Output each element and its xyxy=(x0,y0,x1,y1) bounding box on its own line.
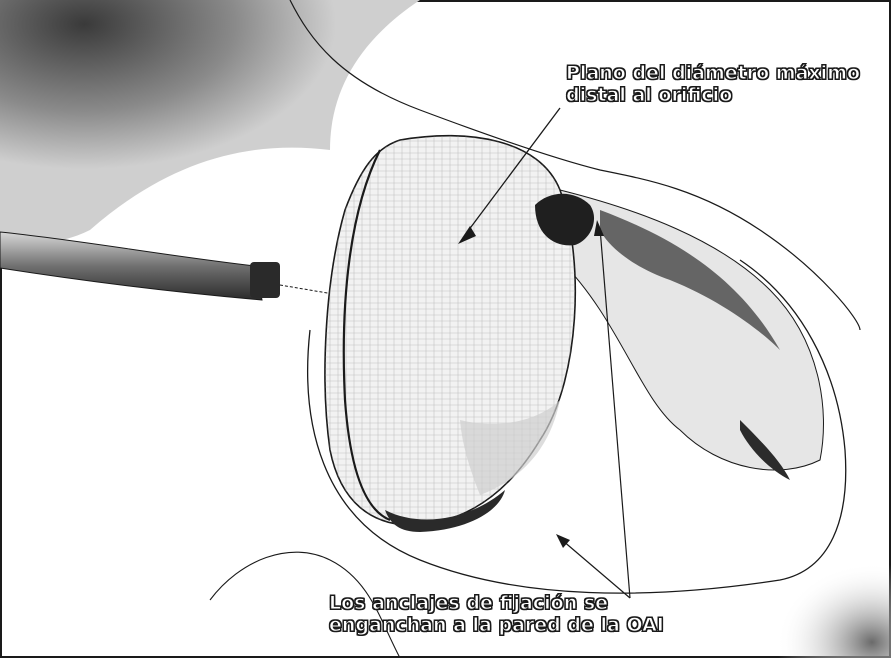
pointer-arrow-bottom-2 xyxy=(556,534,570,548)
catheter-tip xyxy=(250,262,280,298)
annotation-max-diameter-plane: Plano del diámetro máximo distal al orif… xyxy=(566,62,860,106)
pointer-line-bottom-2 xyxy=(562,540,630,598)
annotation-top-line2: distal al orificio xyxy=(566,84,860,106)
annotation-bottom-line1: Los anclajes de fijación se xyxy=(329,592,664,614)
delivery-catheter xyxy=(0,232,262,300)
corner-shading xyxy=(700,500,891,658)
annotation-bottom-line2: enganchan a la pared de la OAI xyxy=(329,614,664,636)
annotation-top-line1: Plano del diámetro máximo xyxy=(566,62,860,84)
annotation-fixation-anchors: Los anclajes de fijación se enganchan a … xyxy=(329,592,664,636)
